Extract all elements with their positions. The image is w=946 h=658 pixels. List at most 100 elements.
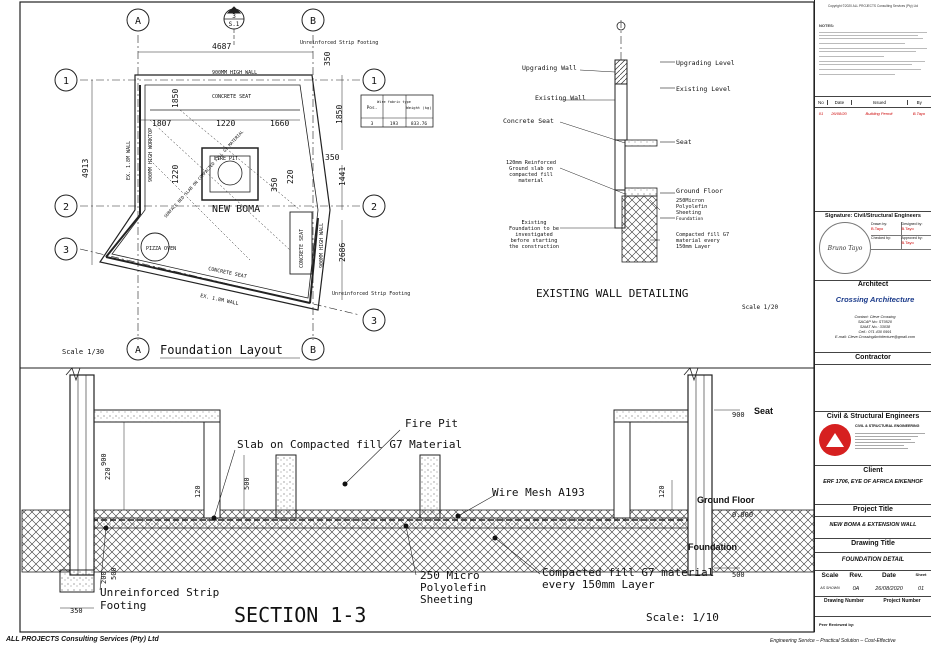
dim-350-right: 350 [325,153,340,162]
engineer-stamp: Bruno Tayo [819,222,871,274]
detail-slab-note-wrap: 120mm Reinforced Ground slab on compacte… [506,160,556,184]
grid-label-2-right: 2 [371,202,377,213]
dim-1441: 1441 [338,167,347,186]
detail-g7-wrap: Compacted fill G7 material every 150mm L… [676,232,730,250]
ffl-900: 900 [732,411,745,419]
label-ex-wall-left: EX. 1.8M WALL [126,141,132,180]
architect-sacap: SACAP No: ST0520 [857,320,893,324]
section-dim-350: 350 [70,607,83,615]
peer-review-label: Peer Reviewed by: [819,622,855,627]
detail-existing-wall: Existing Wall [535,94,586,102]
detail-polyolefin: 250Micron Polyolefin Sheeting [676,198,708,216]
triangle-icon [826,433,844,447]
section-poly: 250 Micro Polyolefin Sheeting [420,570,487,606]
rev-issued: Building Permit [865,110,893,116]
section-dim-500-a: 500 [243,477,251,490]
dim-1807: 1807 [152,119,171,128]
drawing-heading: Drawing Title [815,540,931,547]
ffl-500: 500 [732,571,745,579]
grid-label-B-top: B [310,16,316,27]
sig-designed-value: B.Tayo [901,226,914,231]
sig-approved-label: Approved by: [901,236,923,240]
revision-table: No Date Issued By 01 26/08/20 Building P… [815,96,931,214]
section-ground-floor: Ground Floor [697,495,755,505]
label-pizza-oven: PIZZA OVEN [146,246,176,252]
architect-name: Crossing Architecture [835,295,915,304]
schedule-head-pos: Pos. [367,105,378,111]
rev-head-issued: Issued [852,99,908,105]
section-wire-mesh: Wire Mesh A193 [492,486,585,499]
stamp-signature: Bruno Tayo [827,244,863,252]
section-g7-wrap: Compacted fill G7 material every 150mm L… [542,567,714,591]
grid-label-2-left: 2 [63,202,69,213]
label-worktop: 900MM HIGH WORKTOP [148,128,154,182]
label-concrete-seat-top: CONCRETE SEAT [212,94,251,100]
schedule-weight: 833.76 [411,121,428,127]
rev-head-no: No [815,99,828,105]
schedule-type: 193 [390,121,398,127]
detail-title: EXISTING WALL DETAILING [536,287,688,300]
architect-heading: Architect [815,281,931,288]
dim-4913: 4913 [81,159,90,178]
grid-label-3-right: 3 [371,316,377,327]
grid-label-A-top: A [135,16,141,27]
rev-by: B.Tayo [912,110,926,116]
label-ex-wall-bottom: EX. 1.8M WALL [200,293,240,307]
project-heading: Project Title [815,506,931,513]
section-slab: Slab on Compacted fill G7 Material [237,438,462,451]
revision-row: 01 26/08/20 Building Permit B.Tayo [815,108,931,118]
notes-lines [819,30,927,77]
label-unreinforced-bottom: Unreinforced Strip Footing [332,291,410,297]
grid-label-1-left: 1 [63,76,69,87]
architect-contact: Contact: Cleve Crossing [854,315,896,319]
title-block: Copyright ©2020 ALL PROJECTS Consulting … [814,0,946,632]
section-fire-pit: Fire Pit [405,417,458,430]
section-1-3 [21,367,815,609]
section-strip-wrap: Unreinforced Strip Footing [100,586,220,612]
detail-ground-floor: Ground Floor [676,187,723,195]
dim-2686: 2686 [338,243,347,262]
grid-label-3-left: 3 [63,245,69,256]
engineers-logo [819,424,851,456]
rev-date: 26/08/20 [831,110,847,116]
existing-wall-detail [559,20,675,263]
dim-1220-h: 1220 [216,119,235,128]
section-strip: Unreinforced Strip Footing [100,586,220,612]
copyright-note: Copyright ©2020 ALL PROJECTS Consulting … [827,4,919,8]
detail-polyolefin-wrap: 250Micron Polyolefin Sheeting [676,198,708,216]
project-name: NEW BOMA & EXTENSION WALL [829,522,917,528]
foundation-plan [54,6,434,361]
section-poly-wrap: 250 Micro Polyolefin Sheeting [420,570,487,606]
plan-scale: Scale 1/30 [62,348,104,356]
section-dim-500-b: 500 [110,567,118,580]
section-dim-120-b: 120 [658,485,666,498]
sig-designed-label: Designed by: [901,222,923,226]
footer-tagline: Engineering Service – Practical Solution… [770,638,896,644]
detail-upgrading-level: Upgrading Level [676,59,735,67]
detail-slab-note: 120mm Reinforced Ground slab on compacte… [506,160,556,184]
client-heading: Client [815,467,931,474]
section-dim-200: 200 [100,571,108,584]
meta-row: Scale Rev. Date Sheet [815,572,931,579]
dim-1660: 1660 [270,119,289,128]
engineers-heading: Civil & Structural Engineers [815,413,931,420]
dim-350-v: 350 [270,177,279,192]
footer-company: ALL PROJECTS Consulting Services (Pty) L… [6,636,159,643]
schedule-head-type: Wire fabric type [377,100,411,104]
grid-label-A-bottom: A [135,345,141,356]
detail-g7: Compacted fill G7 material every 150mm L… [676,232,730,250]
section-marker-sheet: S.1 [229,21,240,28]
contractor-heading: Contractor [815,354,931,361]
detail-foundation: Foundation [676,216,703,222]
dim-220: 220 [286,169,295,184]
meta-head-scale: Scale [821,572,839,579]
meta-head-date: Date [881,572,897,579]
section-dim-120-a: 120 [194,485,202,498]
dim-1850-right: 1850 [335,105,344,124]
label-new-boma: NEW BOMA [212,204,260,215]
section-dim-900: 900 [100,453,108,466]
detail-existing-level: Existing Level [676,85,731,93]
detail-existing-foundation-wrap: Existing Foundation to be investigated b… [509,220,559,250]
